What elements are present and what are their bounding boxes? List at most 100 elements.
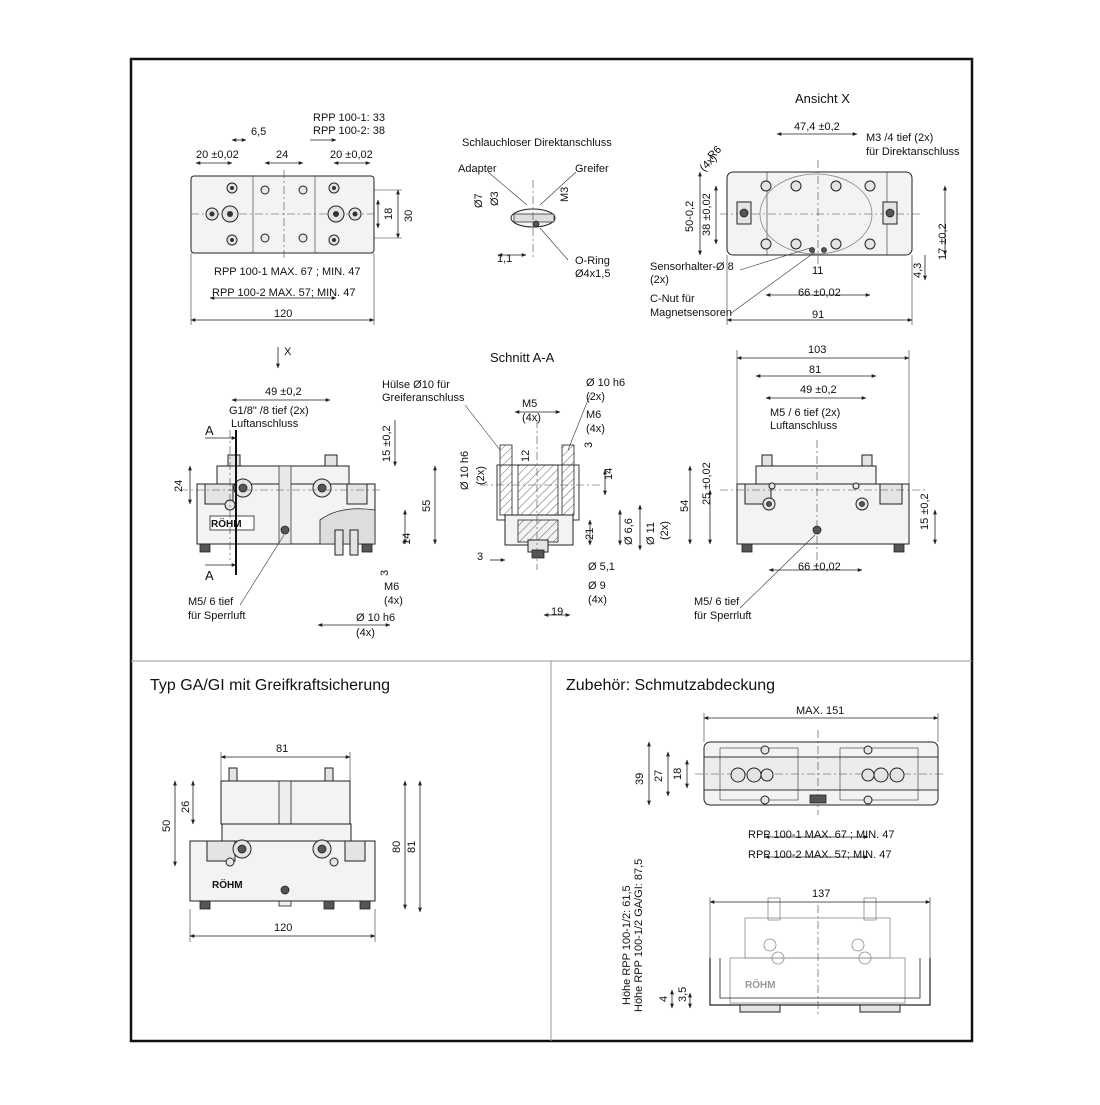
d10h6-left: Ø 10 h6: [459, 451, 471, 490]
sperrluft-side: M5/ 6 tief: [694, 596, 740, 608]
d10-front: Ø 10 h6: [356, 612, 395, 624]
dim-14-section: 14: [603, 468, 615, 480]
section-title: Schnitt A-A: [490, 350, 555, 365]
stroke-rpp1: RPP 100-1 MAX. 67 ; MIN. 47: [214, 266, 361, 278]
dim-1-1: 1,1: [497, 253, 512, 265]
rohm-logo-cover: RÖHM: [745, 978, 776, 991]
sensor-holder-count: (2x): [650, 274, 669, 286]
dim-50: 50-0,2: [684, 201, 696, 232]
dim-24: 24: [276, 149, 288, 161]
dim-91: 91: [812, 309, 824, 321]
stroke-cover-rpp2: RPP 100-2 MAX. 57; MIN. 47: [748, 849, 891, 861]
m5-section: M5: [522, 398, 537, 410]
dim-81b-ga: 81: [406, 841, 418, 853]
m5-side-note-2: Luftanschluss: [770, 420, 838, 432]
c-slot-label: C-Nut für: [650, 293, 695, 305]
dim-3-front: 3: [379, 570, 391, 576]
dim-50-ga: 50: [161, 820, 173, 832]
view-arrow-x: X: [284, 346, 292, 358]
dim-11-section-count: (2x): [659, 521, 671, 540]
dim-120: 120: [274, 308, 292, 320]
m5-side-note: M5 / 6 tief (2x): [770, 407, 840, 419]
d10h6-section-count: (2x): [586, 391, 605, 403]
rpp-1-label: RPP 100-1: 33: [313, 112, 385, 124]
dim-15-front: 15 ±0,2: [381, 425, 393, 462]
m3-note-a: M3 /4 tief (2x): [866, 132, 933, 144]
dim-39-cover: 39: [634, 773, 646, 785]
dim-max-151: MAX. 151: [796, 705, 844, 717]
dim-25-side: 25 ±0,02: [701, 462, 713, 505]
dim-6-5: 6,5: [251, 126, 266, 138]
m6-section: M6: [586, 409, 601, 421]
g18-note-2: Luftanschluss: [231, 418, 299, 430]
dim-55-front: 55: [421, 500, 433, 512]
top-view: [190, 138, 402, 325]
dim-6-6-section: Ø 6,6: [623, 518, 635, 545]
d10h6-section: Ø 10 h6: [586, 377, 625, 389]
dim-137: 137: [812, 888, 830, 900]
huelse-note-2: Greiferanschluss: [382, 392, 465, 404]
height-rpp: Höhe RPP 100-1/2: 61,5: [621, 885, 633, 1005]
rohm-logo-ga: RÖHM: [212, 878, 243, 891]
dim-4-cover: 4: [658, 996, 670, 1002]
dim-11-section: Ø 11: [645, 522, 657, 545]
m6-section-count: (4x): [586, 423, 605, 435]
dim-20-left: 20 ±0,02: [196, 149, 239, 161]
greifer-label: Greifer: [575, 163, 609, 175]
dim-4-3: 4,3: [912, 263, 924, 278]
dim-m3: M3: [559, 187, 571, 202]
dim-11: 11: [812, 265, 823, 277]
dim-d3: Ø3: [489, 191, 501, 206]
dim-20-right: 20 ±0,02: [330, 149, 373, 161]
dim-81-ga: 81: [276, 743, 288, 755]
dim-103: 103: [808, 344, 826, 356]
ga-gi-title: Typ GA/GI mit Greifkraftsicherung: [150, 677, 390, 694]
cover-front-view: [670, 897, 931, 1015]
dim-30: 30: [403, 210, 415, 222]
dim-18: 18: [383, 208, 395, 220]
dim-47-4: 47,4 ±0,2: [794, 121, 840, 133]
sensor-holder-label: Sensorhalter-Ø 8: [650, 261, 734, 273]
m3-note-b: für Direktanschluss: [866, 146, 960, 158]
sperrluft-note: M5/ 6 tief: [188, 596, 234, 608]
section-a-a: [464, 394, 642, 617]
dim-9-section: Ø 9: [588, 580, 606, 592]
stroke-rpp2: RPP 100-2 MAX. 57; MIN. 47: [212, 287, 355, 299]
dim-66-side: 66 ±0,02: [798, 561, 841, 573]
dim-3-5-cover: 3,5: [677, 987, 689, 1002]
dim-18-cover: 18: [672, 768, 684, 780]
m6-front: M6: [384, 581, 399, 593]
rohm-logo-front: RÖHM: [211, 517, 242, 530]
sperrluft-note-2: für Sperrluft: [188, 610, 245, 622]
huelse-note: Hülse Ø10 für: [382, 379, 450, 391]
dim-3-section: 3: [583, 442, 595, 448]
adapter-label: Adapter: [458, 163, 497, 175]
sperrluft-side-2: für Sperrluft: [694, 610, 751, 622]
dim-d7: Ø7: [473, 193, 485, 208]
dim-15-side: 15 ±0,2: [919, 493, 931, 530]
m5-section-count: (4x): [522, 412, 541, 424]
direct-connection-title: Schlauchloser Direktanschluss: [462, 137, 612, 149]
ga-gi-view: [173, 752, 422, 942]
cover-title: Zubehör: Schmutzabdeckung: [566, 677, 775, 694]
dim-19-section: 19: [551, 606, 563, 618]
section-mark-a-top: A: [205, 423, 214, 438]
dim-17: 17 ±0,2: [937, 223, 949, 260]
front-view: [180, 347, 437, 627]
oring-label: O-Ring: [575, 255, 610, 267]
g18-note: G1/8" /8 tief (2x): [229, 405, 309, 417]
dim-12-section: 12: [520, 450, 532, 462]
section-mark-a-bottom: A: [205, 568, 214, 583]
dim-49-side: 49 ±0,2: [800, 384, 837, 396]
dim-9-section-count: (4x): [588, 594, 607, 606]
d10h6-left-count: (2x): [475, 466, 487, 485]
dim-5-1-section: Ø 5,1: [588, 561, 615, 573]
dim-26-ga: 26: [180, 801, 192, 813]
c-slot-label-2: Magnetsensoren: [650, 307, 732, 319]
cover-top-view: [647, 713, 945, 859]
dim-80-ga: 80: [391, 841, 403, 853]
view-x-title: Ansicht X: [795, 91, 850, 106]
dim-54-side: 54: [679, 500, 691, 512]
